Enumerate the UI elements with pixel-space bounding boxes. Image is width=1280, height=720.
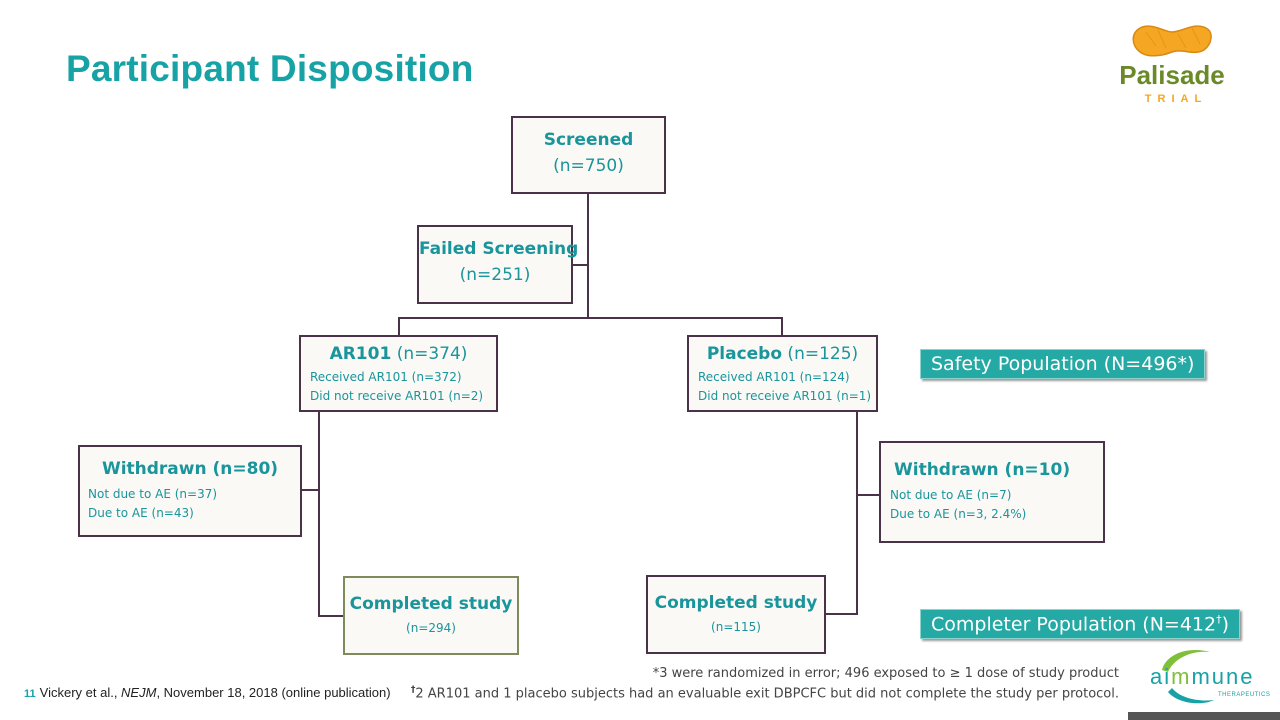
- connector-screened-down: [587, 193, 589, 318]
- svg-text:Palisade: Palisade: [1119, 60, 1225, 90]
- footnote-completer-text: 2 AR101 and 1 placebo subjects had an ev…: [415, 686, 1119, 702]
- completer-population-text: Completer Population (N=412: [931, 613, 1217, 636]
- page-title: Participant Disposition: [66, 48, 474, 89]
- placebo-not-received: Did not receive AR101 (n=1): [698, 389, 872, 403]
- completed-ar101-count: (n=294): [406, 621, 456, 635]
- failed-screening-label: Failed Screening: [419, 239, 579, 259]
- failed-screening-count: (n=251): [459, 265, 531, 285]
- completer-population-badge: Completer Population (N=412†): [920, 609, 1241, 640]
- svg-text:THERAPEUTICS: THERAPEUTICS: [1218, 692, 1270, 698]
- connector-ar101-withdrawn: [301, 489, 319, 491]
- screened-count: (n=750): [553, 156, 624, 176]
- ar101-received: Received AR101 (n=372): [310, 370, 462, 384]
- screened-box: Screened (n=750): [511, 116, 666, 194]
- bottom-bar-accent: [1128, 712, 1280, 720]
- svg-text:aimmune: aimmune: [1150, 664, 1255, 689]
- connector-split: [398, 317, 783, 319]
- placebo-count: (n=125): [782, 344, 859, 364]
- citation-author: Vickery et al.,: [39, 685, 122, 700]
- connector-placebo-completed: [825, 613, 858, 615]
- bottom-bar: [0, 712, 1280, 720]
- ar101-count: (n=374): [391, 344, 468, 364]
- completed-placebo-label: Completed study: [654, 593, 818, 613]
- connector-placebo-down: [856, 411, 858, 615]
- connector-ar101-down: [318, 411, 320, 617]
- completed-ar101-box: Completed study (n=294): [343, 576, 519, 655]
- withdrawn-placebo-box: Withdrawn (n=10) Not due to AE (n=7) Due…: [879, 441, 1105, 543]
- safety-population-badge: Safety Population (N=496*): [920, 349, 1206, 379]
- withdrawn-placebo-not-ae: Not due to AE (n=7): [890, 488, 1012, 502]
- palisade-logo: Palisade TRIAL: [1119, 25, 1225, 105]
- placebo-received: Received AR101 (n=124): [698, 370, 850, 384]
- connector-placebo-withdrawn: [856, 494, 880, 496]
- aimmune-logo: aimmune THERAPEUTICS: [1150, 650, 1270, 704]
- ar101-not-received: Did not receive AR101 (n=2): [310, 389, 484, 403]
- page-number: 11: [24, 688, 36, 700]
- citation-journal: NEJM: [121, 685, 157, 700]
- footnote-randomized: *3 were randomized in error; 496 exposed…: [652, 666, 1119, 681]
- ar101-label: AR101: [329, 344, 392, 364]
- svg-text:TRIAL: TRIAL: [1145, 93, 1207, 105]
- withdrawn-placebo-label: Withdrawn (n=10): [894, 460, 1071, 480]
- completed-placebo-box: Completed study (n=115): [646, 575, 826, 654]
- connector-to-ar101: [398, 317, 400, 336]
- ar101-box: AR101 (n=374) Received AR101 (n=372) Did…: [299, 335, 498, 412]
- failed-screening-box: Failed Screening (n=251): [417, 225, 579, 304]
- citation-rest: , November 18, 2018 (online publication): [156, 685, 391, 700]
- screened-label: Screened: [543, 130, 634, 150]
- withdrawn-ar101-not-ae: Not due to AE (n=37): [88, 487, 218, 501]
- withdrawn-ar101-ae: Due to AE (n=43): [88, 506, 194, 520]
- withdrawn-ar101-box: Withdrawn (n=80) Not due to AE (n=37) Du…: [78, 445, 302, 537]
- withdrawn-ar101-label: Withdrawn (n=80): [101, 459, 279, 479]
- completed-ar101-label: Completed study: [349, 594, 513, 614]
- placebo-box: Placebo (n=125) Received AR101 (n=124) D…: [687, 335, 878, 412]
- withdrawn-placebo-ae: Due to AE (n=3, 2.4%): [890, 507, 1027, 521]
- completer-population-mark: †: [1216, 613, 1222, 626]
- footnote-completer-mark: †: [410, 685, 416, 695]
- connector-to-placebo: [781, 317, 783, 336]
- completer-population-close: ): [1221, 613, 1230, 636]
- footnote-completer: †2 AR101 and 1 placebo subjects had an e…: [411, 685, 1119, 701]
- connector-ar101-completed: [318, 615, 344, 617]
- placebo-label: Placebo: [706, 344, 783, 364]
- connector-failed: [572, 264, 588, 266]
- completed-placebo-count: (n=115): [711, 620, 761, 634]
